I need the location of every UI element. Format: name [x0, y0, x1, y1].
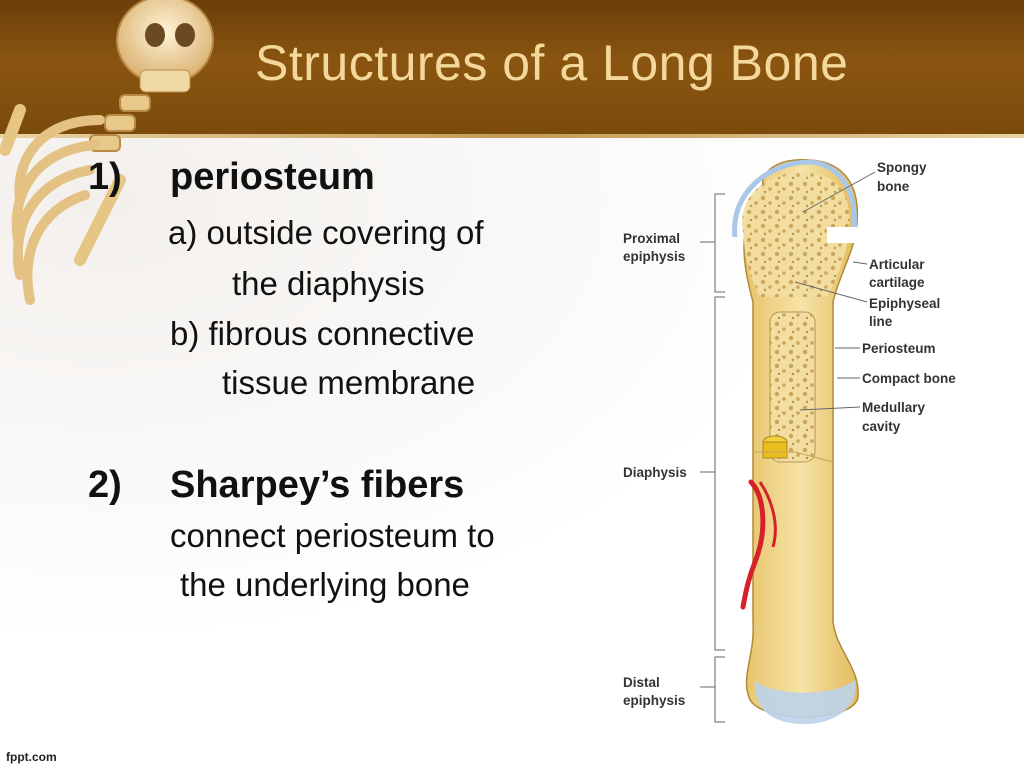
label-distal-2: epiphysis [623, 693, 685, 708]
cut-notch [827, 227, 857, 243]
distal-cartilage [754, 680, 856, 724]
item-1b-line1: b) fibrous connective [170, 315, 475, 352]
label-compact-bone: Compact bone [862, 371, 956, 386]
skeleton-decoration [0, 0, 214, 305]
label-spongy-2: bone [877, 179, 910, 194]
label-epiphyseal-2: line [869, 314, 893, 329]
item-1a-line2: the diaphysis [232, 265, 425, 302]
item-1-number: 1) [88, 156, 122, 198]
label-distal-1: Distal [623, 675, 660, 690]
item-1-heading: periosteum [170, 156, 375, 198]
item-2-number: 2) [88, 464, 122, 506]
articular-cartilage [732, 159, 857, 238]
spongy-bone-region [742, 172, 850, 297]
label-diaphysis: Diaphysis [623, 465, 687, 480]
item-1a-line1: a) outside covering of [168, 214, 484, 251]
footer-brand: fppt.com [6, 750, 57, 764]
label-epiphyseal-1: Epiphyseal [869, 296, 940, 311]
blood-vessel [740, 479, 766, 610]
label-spongy-1: Spongy [877, 160, 927, 175]
label-medullary-2: cavity [862, 419, 901, 434]
item-2-heading: Sharpey’s fibers [170, 464, 465, 506]
label-medullary-1: Medullary [862, 400, 926, 415]
item-2-line1: connect periosteum to [170, 517, 495, 554]
long-bone-diagram: Proximal epiphysis Diaphysis Distal epip… [623, 158, 956, 724]
label-periosteum: Periosteum [862, 341, 936, 356]
item-2-line2: the underlying bone [180, 566, 470, 603]
label-articular-2: cartilage [869, 275, 925, 290]
label-proximal-2: epiphysis [623, 249, 685, 264]
medullary-cavity-region [769, 311, 816, 463]
slide-title: Structures of a Long Bone [255, 35, 849, 91]
label-proximal-1: Proximal [623, 231, 680, 246]
item-1b-line2: tissue membrane [222, 364, 476, 401]
label-articular-1: Articular [869, 257, 925, 272]
